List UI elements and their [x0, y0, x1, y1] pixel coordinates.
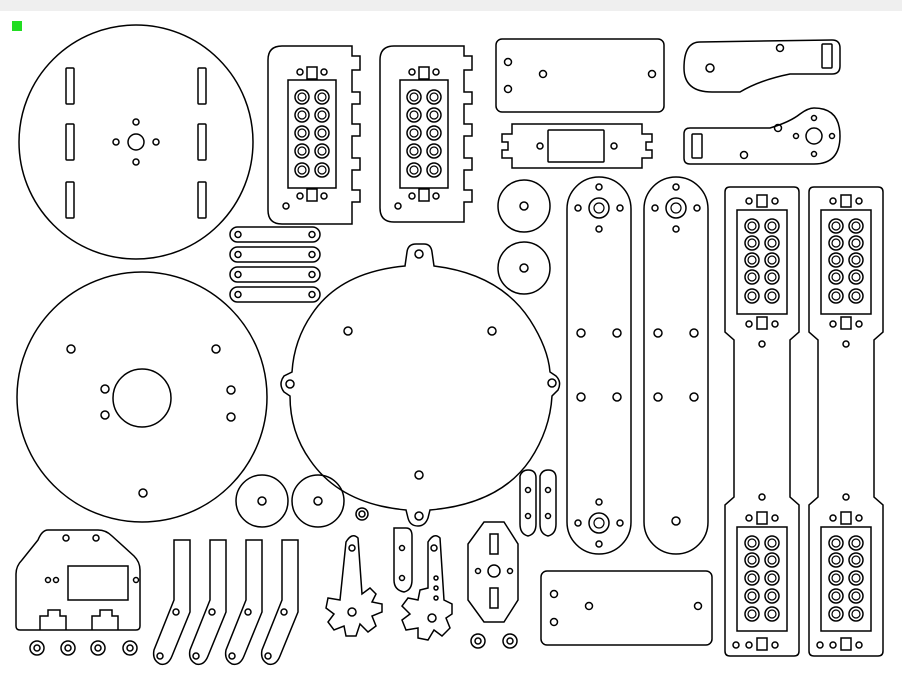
- hex-mount: [467, 521, 519, 623]
- base-plate-large: [280, 243, 561, 527]
- crank-arm-1: [683, 39, 841, 93]
- small-bracket-a: [393, 527, 413, 593]
- round-plate-bearing: [16, 271, 268, 523]
- selection-marker[interactable]: [12, 21, 22, 31]
- servo-mount-plate-1: [267, 45, 361, 225]
- round-plate-slotted: [18, 24, 254, 260]
- top-rectangular-plate: [495, 38, 665, 113]
- long-arm-1: [566, 176, 632, 555]
- bottom-rectangular-plate: [540, 570, 713, 646]
- gear-claw-left: [325, 535, 383, 637]
- finger-links: [152, 539, 299, 666]
- crank-arm-2: [683, 107, 841, 165]
- gear-claw-right: [401, 535, 453, 641]
- top-toolbar: [0, 0, 902, 11]
- tall-servo-bracket-1: [724, 186, 800, 657]
- idler-wheels: [235, 179, 551, 528]
- tall-servo-bracket-2: [808, 186, 884, 657]
- spacer-links: [229, 226, 321, 303]
- small-bracket-b: [519, 469, 557, 537]
- long-arm-2: [643, 176, 709, 555]
- servo-cutout-plate: [501, 123, 653, 169]
- washers: [29, 507, 518, 656]
- servo-mount-plate-2: [379, 45, 473, 223]
- front-bracket: [15, 529, 141, 631]
